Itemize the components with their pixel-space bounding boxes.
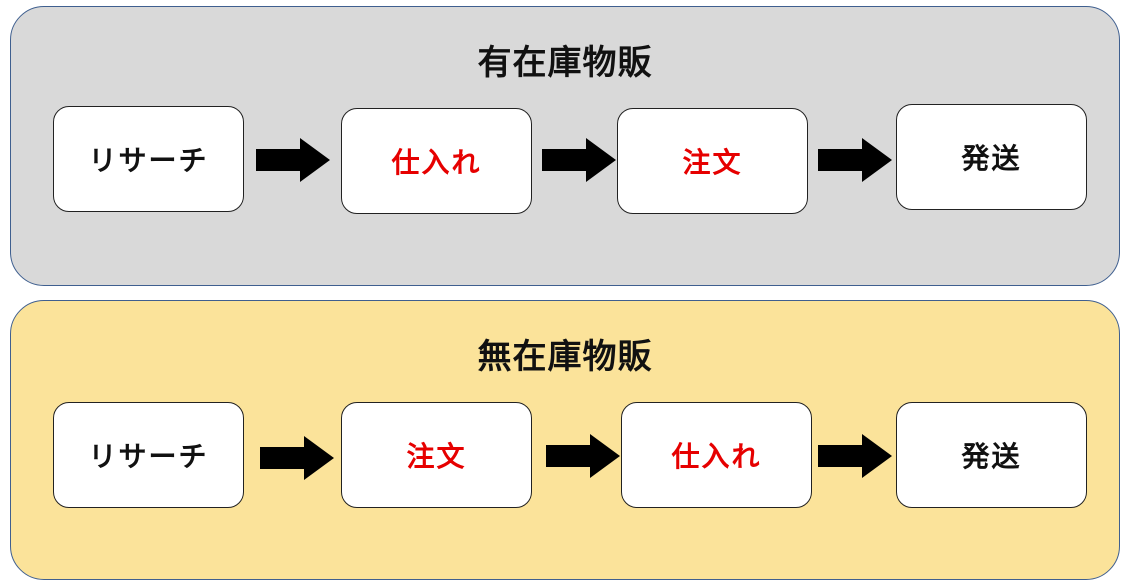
panel-title: 有在庫物販 (477, 43, 653, 83)
step-box-purchase: 仕入れ (621, 402, 812, 508)
step-box-research: リサーチ (53, 106, 244, 212)
step-label: 発送 (961, 440, 1022, 473)
right-arrow-icon (818, 434, 892, 478)
step-box-shipping: 発送 (896, 104, 1087, 210)
step-box-order: 注文 (341, 402, 532, 508)
step-label: 注文 (682, 146, 743, 179)
step-box-shipping: 発送 (896, 402, 1087, 508)
step-label: リサーチ (88, 144, 209, 177)
step-label: 仕入れ (391, 146, 482, 179)
right-arrow-icon (260, 436, 334, 480)
step-box-research: リサーチ (53, 402, 244, 508)
right-arrow-icon (542, 138, 616, 182)
right-arrow-icon (818, 138, 892, 182)
step-label: 発送 (961, 142, 1022, 175)
step-label: リサーチ (88, 440, 209, 473)
step-label: 仕入れ (671, 440, 762, 473)
right-arrow-icon (546, 434, 620, 478)
right-arrow-icon (256, 138, 330, 182)
step-box-purchase: 仕入れ (341, 108, 532, 214)
panel-title: 無在庫物販 (477, 337, 653, 377)
step-box-order: 注文 (617, 108, 808, 214)
step-label: 注文 (406, 440, 467, 473)
